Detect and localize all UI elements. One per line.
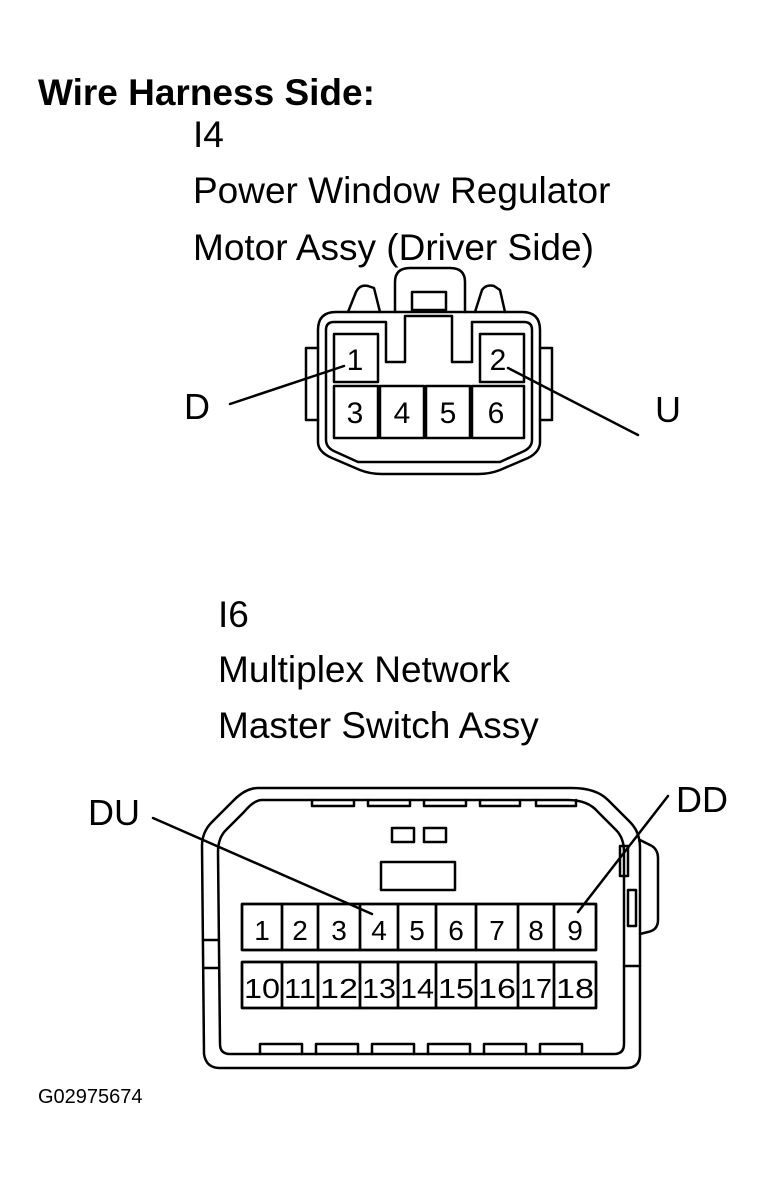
connector-i6-code: I6 (218, 594, 249, 635)
connector-i4-name-line2: Motor Assy (Driver Side) (193, 227, 594, 268)
connector-i6-name-line1: Multiplex Network (218, 649, 510, 690)
i4-pin-6: 6 (488, 397, 505, 430)
i6-pin-17: 17 (520, 973, 552, 1004)
i6-pin-3: 3 (331, 915, 347, 946)
i6-pin-4: 4 (371, 915, 387, 946)
i6-pin-14: 14 (400, 973, 434, 1004)
i4-pin-3: 3 (347, 397, 364, 430)
i6-terminal-18 (552, 960, 598, 1010)
figure-code: G02975674 (38, 1086, 143, 1108)
i6-pin-16: 16 (478, 973, 516, 1004)
i6-pin-7: 7 (489, 915, 505, 946)
i4-terminal-5 (424, 384, 472, 440)
i6-pin-9: 9 (567, 915, 583, 946)
page-heading: Wire Harness Side: (38, 72, 375, 113)
i4-pin-5: 5 (440, 397, 457, 430)
i4-terminal-6 (470, 384, 526, 440)
connector-i4-housing (304, 266, 554, 476)
i4-terminal-3 (332, 384, 380, 440)
connector-i4-terminals (332, 332, 526, 440)
connector-i4-name-line1: Power Window Regulator (193, 170, 611, 211)
i6-pin-6: 6 (448, 915, 464, 946)
connector-i4-code: I4 (193, 114, 224, 155)
callout-line-u (506, 366, 640, 437)
i4-terminal-4 (378, 384, 426, 440)
i4-pin-4: 4 (394, 397, 411, 430)
i4-terminal-1 (332, 332, 380, 384)
i6-pin-1: 1 (254, 915, 270, 946)
i4-terminal-2 (478, 332, 526, 384)
callout-label-du: DU (88, 792, 140, 833)
callout-line-d (228, 364, 346, 406)
i6-pin-13: 13 (362, 973, 396, 1004)
connector-i6-name-line2: Master Switch Assy (218, 705, 539, 746)
connector-i6-housing (200, 786, 660, 1070)
i6-pin-12: 12 (320, 973, 358, 1004)
i4-pin-2: 2 (490, 344, 507, 377)
callout-label-d: D (184, 386, 210, 427)
i6-terminal-9 (552, 902, 598, 952)
connector-i4-pin-numbers: 1 2 3 4 5 6 (347, 344, 507, 430)
i6-pin-11: 11 (284, 973, 316, 1004)
callout-line-du (151, 816, 374, 916)
connector-i6-terminals (240, 902, 598, 1010)
i6-pin-10: 10 (244, 973, 280, 1004)
i4-pin-1: 1 (347, 344, 364, 377)
i6-pin-2: 2 (292, 915, 308, 946)
callout-line-dd (576, 794, 670, 914)
i6-pin-8: 8 (528, 915, 544, 946)
callout-label-dd: DD (676, 779, 728, 820)
i6-pin-18: 18 (556, 973, 594, 1004)
i6-pin-15: 15 (438, 973, 474, 1004)
i6-pin-5: 5 (409, 915, 425, 946)
callout-label-u: U (655, 389, 681, 430)
